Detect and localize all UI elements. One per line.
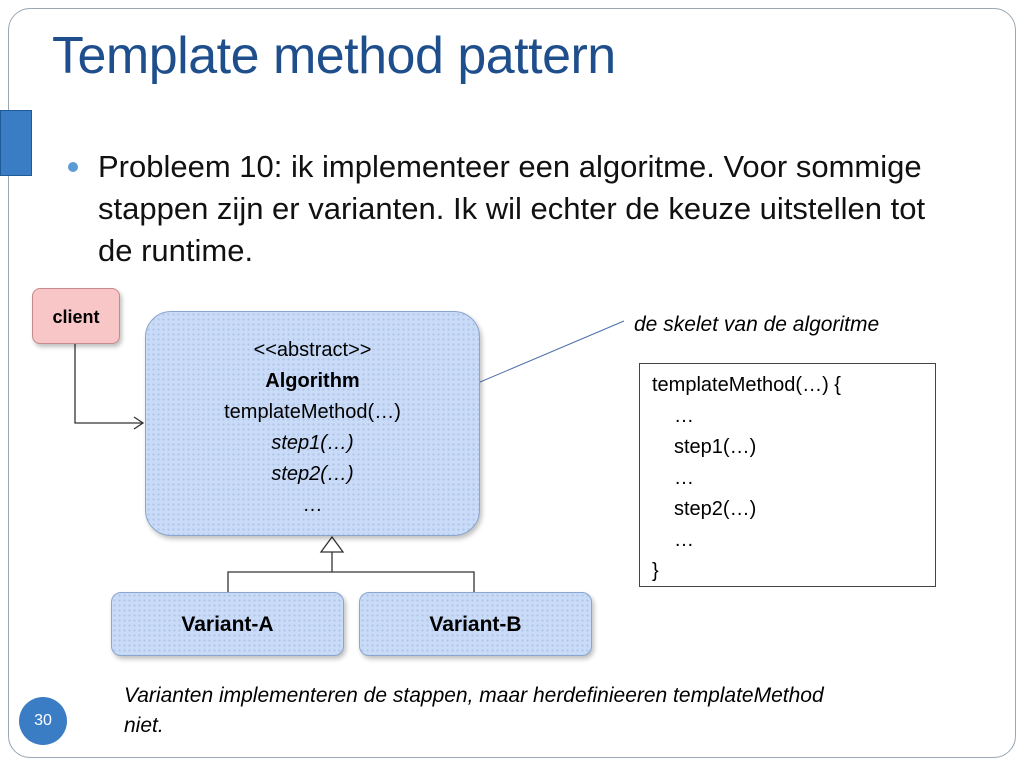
template-method-label: templateMethod(…) — [224, 401, 401, 423]
algorithm-class-box: <<abstract>> Algorithm templateMethod(…)… — [145, 311, 480, 536]
code-line: … — [674, 529, 694, 551]
client-box: client — [32, 288, 120, 344]
bullet-text: Probleem 10: ik implementeer een algorit… — [98, 149, 926, 268]
code-line: templateMethod(…) { — [652, 374, 841, 396]
more-steps-ellipsis: … — [302, 494, 323, 516]
code-line: step2(…) — [674, 498, 757, 520]
class-name: Algorithm — [265, 370, 360, 392]
step1-label: step1(…) — [271, 432, 354, 454]
page-number-badge: 30 — [19, 697, 67, 745]
footer-note: Varianten implementeren de stappen, maar… — [124, 684, 824, 737]
step2-label: step2(…) — [271, 463, 354, 485]
code-line: … — [674, 467, 694, 489]
bullet-item: Probleem 10: ik implementeer een algorit… — [68, 146, 948, 272]
variant-a-box: Variant-A — [111, 592, 344, 656]
client-association-line — [74, 344, 143, 424]
code-line: step1(…) — [674, 436, 757, 458]
code-line: … — [674, 405, 694, 427]
code-box: templateMethod(…) { … step1(…) … step2(…… — [639, 363, 936, 587]
slide-title: Template method pattern — [52, 27, 616, 85]
inheritance-arrowhead — [319, 535, 345, 553]
skeleton-label: de skelet van de algoritme — [634, 313, 880, 336]
association-arrowhead — [133, 416, 145, 430]
variant-b-box: Variant-B — [359, 592, 592, 656]
stereotype-label: <<abstract>> — [253, 339, 372, 361]
code-line: } — [652, 560, 659, 582]
left-accent-bar — [0, 110, 32, 176]
inheritance-tree — [227, 552, 475, 592]
bullet-icon — [68, 162, 78, 172]
